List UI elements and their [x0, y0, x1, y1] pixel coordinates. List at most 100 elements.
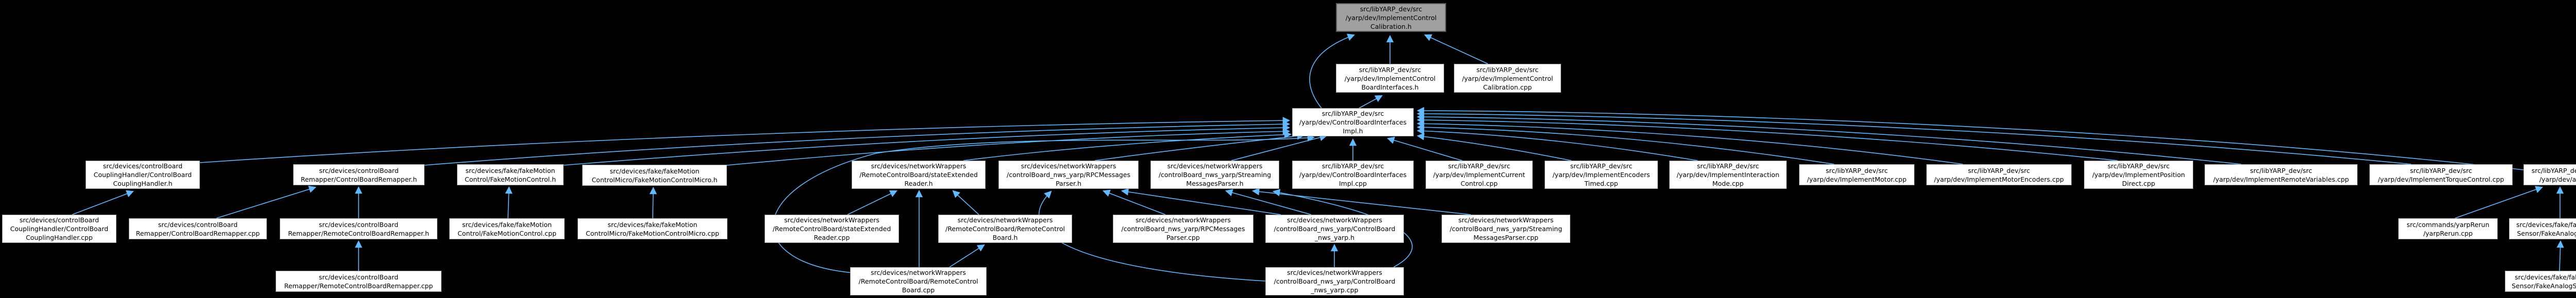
- dependency-edge-rpc_h-to-impl_h: [1094, 132, 1305, 161]
- graph-node-label-line: src/devices/networkWrappers: [1287, 216, 1382, 224]
- dependency-edge-ser_cpp-to-ser_h: [847, 190, 897, 215]
- graph-node-label-line: /yarp/dev/ImplementMotorEncoders.cpp: [1934, 175, 2064, 183]
- graph-node-icc[interactable]: src/libYARP_dev/src/yarp/dev/ImplementCu…: [1426, 161, 1533, 189]
- graph-node-label-line: Control.cpp: [1461, 180, 1498, 187]
- graph-node-label-line: /RemoteControlBoard/RemoteControl: [858, 277, 978, 285]
- graph-node-label-line: src/devices/controlBoard: [19, 216, 99, 224]
- graph-node-label-line: CouplingHandler/ControlBoard: [93, 171, 192, 179]
- graph-node-cbnws_h[interactable]: src/devices/networkWrappers/controlBoard…: [1265, 215, 1404, 243]
- graph-node-label-line: src/devices/fake/fakeAnalog: [2516, 220, 2576, 229]
- graph-node-label-line: /controlBoard_nws_yarp/ControlBoard: [1274, 277, 1396, 285]
- dependency-edge-ser_h-to-impl_h: [963, 131, 1292, 161]
- graph-node-impl_cpp[interactable]: src/libYARP_dev/src/yarp/dev/ControlBoar…: [1292, 161, 1414, 189]
- graph-node-smp_h[interactable]: src/devices/networkWrappers/controlBoard…: [1150, 161, 1279, 189]
- graph-node-label-line: /yarp/dev/all.h: [2539, 175, 2576, 183]
- graph-node-label-line: Board.cpp: [902, 286, 935, 294]
- graph-node-label-line: /controlBoard_nws_yarp/RPCMessages: [1006, 171, 1131, 179]
- graph-node-label-line: /RemoteControlBoard/RemoteControl: [945, 225, 1065, 233]
- graph-node-label-line: Calibration.h: [1370, 22, 1412, 30]
- dependency-edge-impl_h-to-bi: [1359, 95, 1383, 109]
- graph-node-label-line: src/libYARP_dev/src: [2107, 162, 2170, 170]
- graph-node-label-line: _nws_yarp.cpp: [1311, 286, 1359, 294]
- graph-node-label-line: src/devices/fake/fakeMotion: [465, 166, 555, 174]
- graph-node-label-line: Reader.h: [904, 180, 933, 187]
- graph-node-im[interactable]: src/libYARP_dev/src/yarp/dev/ImplementMo…: [1799, 164, 1914, 185]
- graph-node-label-line: MessagesParser.cpp: [1473, 234, 1538, 241]
- graph-node-label-line: src/libYARP_dev/src: [1321, 110, 1384, 117]
- graph-node-all_h[interactable]: src/libYARP_dev/src/yarp/dev/all.h: [2523, 164, 2576, 185]
- dependency-edge-rcb_cpp-to-impl_h: [772, 134, 1315, 273]
- graph-node-rpc_cpp[interactable]: src/devices/networkWrappers/controlBoard…: [1113, 215, 1253, 243]
- dependency-edge-im-to-impl_h: [1416, 124, 1835, 165]
- graph-node-label-line: /yarp/dev/ImplementControl: [1462, 74, 1553, 82]
- graph-node-label-line: src/libYARP_dev/src: [2250, 166, 2312, 174]
- graph-node-ser_h[interactable]: src/devices/networkWrappers/RemoteContro…: [852, 161, 986, 189]
- graph-node-label-line: /RemoteControlBoard/stateExtended: [859, 171, 978, 179]
- graph-node-label-line: src/libYARP_dev/src: [2410, 166, 2472, 174]
- graph-node-label-line: src/libYARP_dev/src: [1825, 166, 1888, 174]
- graph-node-label-line: /yarp/dev/ImplementControl: [1344, 74, 1436, 82]
- dependency-edge-ipd-to-impl_h: [1416, 116, 2118, 161]
- graph-node-label-line: /yarp/dev/ImplementControl: [1345, 13, 1437, 22]
- graph-node-irv[interactable]: src/libYARP_dev/src/yarp/dev/ImplementRe…: [2205, 164, 2358, 185]
- graph-node-iet[interactable]: src/libYARP_dev/src/yarp/dev/ImplementEn…: [1545, 161, 1658, 189]
- graph-node-itc[interactable]: src/libYARP_dev/src/yarp/dev/ImplementTo…: [2369, 164, 2513, 185]
- graph-node-label-line: /yarp/dev/ImplementTorqueControl.cpp: [2378, 175, 2504, 183]
- graph-node-label-line: /yarp/dev/ImplementMotor.cpp: [1807, 175, 1907, 183]
- graph-node-label-line: /yarp/dev/ControlBoardInterfaces: [1299, 118, 1407, 126]
- graph-node-ime[interactable]: src/libYARP_dev/src/yarp/dev/ImplementMo…: [1926, 164, 2072, 185]
- graph-node-label-line: src/devices/networkWrappers: [957, 216, 1053, 224]
- graph-node-label-line: Remapper/RemoteControlBoardRemapper.cpp: [284, 282, 433, 290]
- graph-node-bi[interactable]: src/libYARP_dev/src/yarp/dev/ImplementCo…: [1336, 64, 1444, 93]
- dependency-edge-iet-to-impl_h: [1416, 133, 1572, 161]
- graph-node-cbnws_cpp[interactable]: src/devices/networkWrappers/controlBoard…: [1265, 267, 1404, 295]
- graph-node-iim[interactable]: src/libYARP_dev/src/yarp/dev/ImplementIn…: [1669, 161, 1787, 189]
- graph-node-label-line: Remapper/ControlBoardRemapper.cpp: [135, 229, 260, 237]
- graph-node-label-line: src/libYARP_dev/src: [2531, 166, 2576, 174]
- graph-node-label-line: CouplingHandler/ControlBoard: [10, 225, 109, 233]
- graph-node-rpc_h[interactable]: src/devices/networkWrappers/controlBoard…: [998, 161, 1139, 189]
- graph-node-rcb_h[interactable]: src/devices/networkWrappers/RemoteContro…: [938, 215, 1072, 243]
- graph-node-smp_cpp[interactable]: src/devices/networkWrappers/controlBoard…: [1442, 215, 1570, 243]
- graph-node-label-line: src/devices/networkWrappers: [1167, 162, 1263, 170]
- dependency-edge-fmc_cpp-to-fmc_h: [505, 186, 513, 219]
- graph-node-label-line: /yarp/dev/ImplementCurrent: [1433, 171, 1526, 179]
- graph-node-label-line: /controlBoard_nws_yarp/Streaming: [1158, 171, 1272, 179]
- graph-node-root[interactable]: src/libYARP_dev/src/yarp/dev/ImplementCo…: [1336, 3, 1446, 32]
- dependency-edge-cbnws_cpp-to-smp_h: [1272, 189, 1413, 268]
- graph-node-calcpp[interactable]: src/libYARP_dev/src/yarp/dev/ImplementCo…: [1454, 64, 1561, 93]
- graph-node-label-line: /controlBoard_nws_yarp/Streaming: [1449, 225, 1563, 233]
- graph-node-label-line: /yarpRerun.cpp: [2423, 229, 2473, 237]
- dependency-edge-itc-to-impl_h: [1416, 110, 2412, 165]
- graph-node-label-line: /yarp/dev/ImplementRemoteVariables.cpp: [2213, 175, 2349, 183]
- graph-node-label-line: /controlBoard_nws_yarp/RPCMessages: [1121, 225, 1245, 233]
- graph-node-label-line: Remapper/RemoteControlBoardRemapper.h: [288, 229, 429, 237]
- graph-node-label-line: src/devices/controlBoard: [103, 162, 183, 170]
- graph-node-fas_h[interactable]: src/devices/fake/fakeAnalogSensor/FakeAn…: [2509, 218, 2576, 239]
- graph-node-fas_cpp[interactable]: src/devices/fake/fakeAnalogSensor/FakeAn…: [2505, 271, 2576, 292]
- graph-node-ipd[interactable]: src/libYARP_dev/src/yarp/dev/ImplementPo…: [2084, 161, 2193, 189]
- graph-node-label-line: Control/FakeMotionControl.cpp: [457, 229, 556, 237]
- graph-node-impl_h[interactable]: src/libYARP_dev/src/yarp/dev/ControlBoar…: [1292, 108, 1414, 136]
- graph-node-yr_cpp[interactable]: src/commands/yarpRerun/yarpRerun.cpp: [2398, 218, 2498, 239]
- dependency-edge-irv-to-impl_h: [1416, 113, 2242, 165]
- dependency-edge-fmc_h-to-impl_h: [563, 124, 1291, 166]
- graph-node-label-line: src/devices/controlBoard: [319, 166, 399, 174]
- graph-node-label-line: Impl.h: [1343, 127, 1363, 135]
- graph-node-label-line: src/devices/controlBoard: [318, 273, 399, 281]
- graph-node-rcb_cpp[interactable]: src/devices/networkWrappers/RemoteContro…: [850, 267, 987, 295]
- graph-node-ser_cpp[interactable]: src/devices/networkWrappers/RemoteContro…: [765, 215, 899, 243]
- dependency-edge-cbr_cpp-to-cbr_h: [216, 185, 317, 219]
